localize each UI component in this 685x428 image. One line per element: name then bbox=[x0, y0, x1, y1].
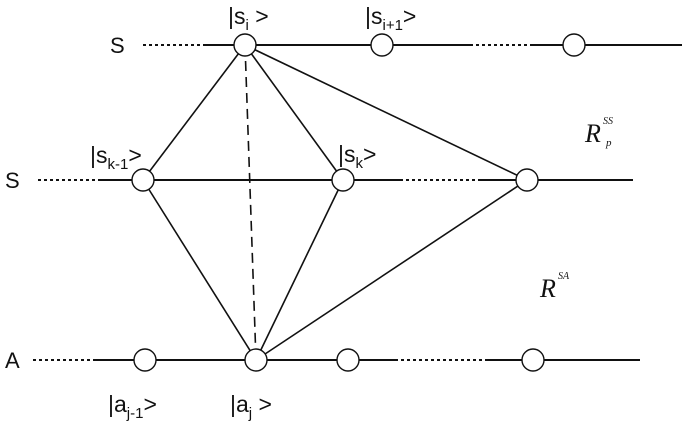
ket-label-s-k: |sk> bbox=[338, 141, 376, 172]
row-label-middle-s: S bbox=[5, 168, 20, 193]
ket-label-s-k-minus-1: |sk-1> bbox=[90, 142, 142, 173]
node-bottom-action-4 bbox=[521, 348, 545, 372]
relation-ss-main: R bbox=[584, 119, 601, 148]
ket-a-j-minus-1-sub: j-1 bbox=[126, 405, 144, 422]
ket-s-k-close: > bbox=[363, 141, 376, 167]
ket-label-a-j-minus-1: |aj-1> bbox=[108, 391, 157, 422]
ket-a-j-minus-1-close: > bbox=[143, 391, 156, 417]
ket-s-k-minus-1-base: s bbox=[96, 142, 108, 168]
relation-ss-subscript: p bbox=[605, 137, 612, 149]
node-s-i-plus-1 bbox=[370, 33, 394, 57]
edge-sk-to-aj bbox=[255, 179, 344, 361]
edge-si-to-sk bbox=[244, 44, 344, 181]
ket-label-s-i-plus-1: |si+1> bbox=[365, 3, 416, 34]
edge-far-state-to-aj bbox=[255, 179, 528, 361]
edge-si-to-sk-minus-1 bbox=[142, 44, 246, 181]
relation-ss-superscript: SS bbox=[603, 116, 613, 127]
relation-edges bbox=[142, 44, 528, 361]
ket-s-k-base: s bbox=[344, 141, 356, 167]
node-middle-far-state bbox=[515, 168, 539, 192]
ket-a-j-base: a bbox=[236, 391, 249, 417]
ket-s-k-minus-1-sub: k-1 bbox=[107, 156, 128, 173]
node-bottom-action-3 bbox=[336, 348, 360, 372]
relation-label-sa: R SA bbox=[539, 271, 570, 303]
relation-sa-main: R bbox=[539, 274, 556, 303]
edge-sk-minus-1-to-aj bbox=[142, 179, 257, 361]
ket-label-a-j: |aj > bbox=[230, 391, 272, 422]
row-label-top-s: S bbox=[110, 33, 125, 58]
node-a-j-minus-1 bbox=[133, 348, 157, 372]
relation-sa-superscript: SA bbox=[558, 271, 570, 282]
ket-label-s-i: |si > bbox=[228, 3, 269, 34]
node-s-k-minus-1 bbox=[131, 168, 155, 192]
ket-s-i-plus-1-open: | bbox=[365, 3, 371, 29]
ket-s-i-plus-1-close: > bbox=[403, 3, 416, 29]
node-s-i bbox=[233, 33, 257, 57]
row-label-bottom-a: A bbox=[5, 348, 20, 373]
ket-s-i-open: | bbox=[228, 3, 234, 29]
ket-s-k-open: | bbox=[338, 141, 344, 167]
relation-label-ss: R SS p bbox=[584, 116, 613, 149]
ket-s-k-minus-1-close: > bbox=[128, 142, 141, 168]
ket-s-i-plus-1-base: s bbox=[371, 3, 383, 29]
ket-s-k-minus-1-open: | bbox=[90, 142, 96, 168]
node-top-far-state bbox=[562, 33, 586, 57]
edge-si-to-far-state bbox=[244, 44, 528, 181]
ket-a-j-sub: j bbox=[248, 405, 252, 422]
ket-a-j-close: > bbox=[252, 391, 272, 417]
ket-s-i-base: s bbox=[234, 3, 246, 29]
ket-a-j-open: | bbox=[230, 391, 236, 417]
ket-s-i-plus-1-sub: i+1 bbox=[382, 17, 402, 34]
ket-s-k-sub: k bbox=[355, 155, 363, 172]
node-s-k bbox=[331, 168, 355, 192]
ket-s-i-close: > bbox=[249, 3, 269, 29]
edge-si-to-aj-dashed bbox=[244, 44, 257, 361]
node-a-j bbox=[244, 348, 268, 372]
ket-a-j-minus-1-base: a bbox=[114, 391, 127, 417]
ket-a-j-minus-1-open: | bbox=[108, 391, 114, 417]
ket-s-i-sub: i bbox=[245, 17, 248, 34]
